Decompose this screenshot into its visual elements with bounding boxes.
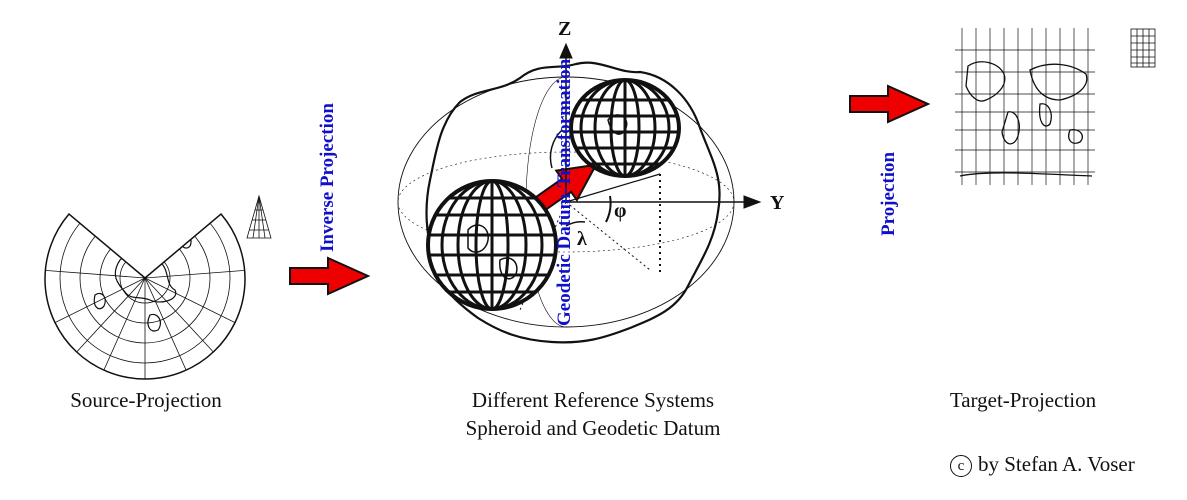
inverse-projection-label: Inverse Projection [317,103,338,252]
reference-systems-caption-line1: Different Reference Systems [471,388,715,412]
copyright-symbol: c [950,455,972,477]
y-axis-label: Y [770,192,785,214]
credit-text: by Stefan A. Voser [978,452,1135,476]
reference-systems-caption-line2: Spheroid and Geodetic Datum [465,416,721,440]
cone-icon [246,194,272,239]
conic-projection-map [44,212,246,380]
cylinder-icon [1130,28,1156,68]
copyright-credit: c by Stefan A. Voser [950,452,1135,477]
projection-label: Projection [878,151,899,236]
globe-small [569,78,681,178]
coordinate-axes [519,42,762,311]
target-projection-caption: Target-Projection [949,388,1097,412]
inverse-projection-arrow [289,256,371,296]
globe-large [426,179,558,311]
geoid-outline [425,61,721,344]
phi-angle-label: φ [614,200,627,222]
projection-arrow [849,84,931,124]
mercator-projection-map [955,28,1095,185]
z-axis-label: Z [558,18,572,40]
source-projection-caption: Source-Projection [70,388,222,412]
datum-transformation-label: Geodetic Datum-Transformation [554,58,575,326]
lambda-angle-label: λ [577,228,587,250]
